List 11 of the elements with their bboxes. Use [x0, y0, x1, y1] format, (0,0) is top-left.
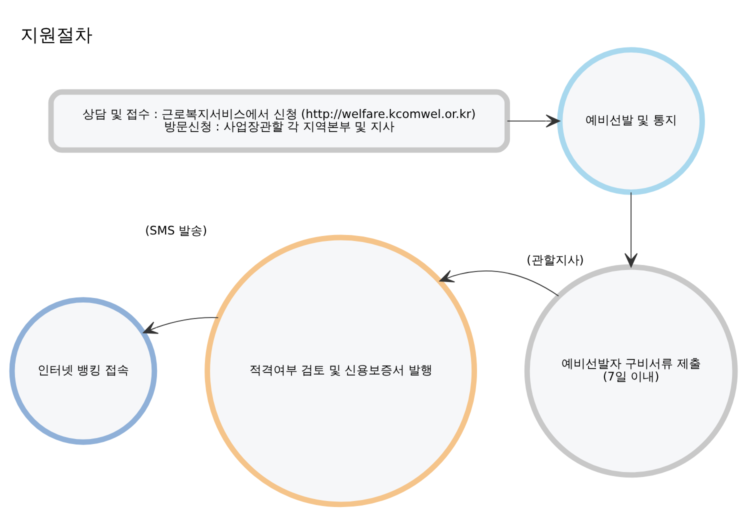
node-circle: 인터넷 뱅킹 접속 — [9, 297, 158, 445]
arrow — [439, 270, 560, 296]
node-circle: 적격여부 검토 및 신용보증서 발행 — [204, 234, 478, 508]
arrow — [142, 317, 219, 334]
node-box: 상담 및 접수 : 근로복지서비스에서 신청 (http://welfare.kcomwel.or.kr) 방문신청 : 사업장관할 각 지역본부 및 지사 — [48, 89, 510, 153]
arrow — [624, 192, 638, 268]
arrow — [506, 114, 560, 128]
node-circle: 예비선발 및 통지 — [557, 47, 705, 195]
node-label: (관할지사) — [526, 252, 584, 267]
diagram-title: 지원절차 — [20, 24, 92, 46]
node-label: (SMS 발송) — [145, 223, 208, 238]
